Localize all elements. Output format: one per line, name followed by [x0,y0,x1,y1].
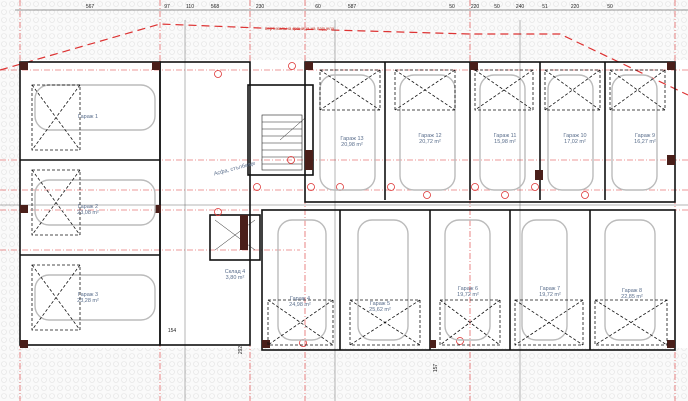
room-label: Гараж 223,08 m² [77,204,99,216]
staircase [261,114,306,171]
room-label: Гараж 719,72 m² [539,286,561,298]
room-label: Гараж 1 [78,114,98,120]
room-area: 23,28 m² [77,298,99,304]
room-label: Склад 43,80 m² [225,269,246,281]
car-outline [611,74,658,191]
room-label: Гараж 525,62 m² [369,301,391,313]
room-name: Гараж 3 [78,292,98,298]
door-swing-box [514,299,584,346]
side-dim-3: 157 [433,364,439,373]
room-name: Гараж 6 [458,286,478,292]
top-dimension: 220 [471,4,480,10]
top-dimension: 110 [186,4,194,10]
door-swing-box [594,299,668,346]
top-dimension: 50 [449,4,455,10]
car-outline [399,74,456,191]
site-area-left [0,0,20,401]
room-area: 24,98 m² [289,302,311,308]
room-area: 20,72 m² [419,139,441,145]
top-dimension: 587 [348,4,357,10]
car-outline [479,74,526,191]
top-dimension: 50 [494,4,500,10]
room-label: Гараж 323,28 m² [77,292,99,304]
storage-shaft [214,219,256,251]
car-outline [277,219,327,341]
room-name: Гараж 8 [622,288,642,294]
door-swing-box [349,299,421,346]
room-name: Гараж 5 [370,301,390,307]
room-name: Гараж 2 [78,204,98,210]
top-dimension: 568 [211,4,220,10]
car-outline [604,219,656,341]
room-name: Гараж 11 [494,133,517,139]
door-swing-box [394,69,456,111]
top-dimensions: 567 97 110 568 230 60 587 50 220 50 240 51 220 50 [86,4,613,10]
boundary-note: вертикальна граница на парцела [265,26,335,31]
room-area: 16,27 m² [634,139,656,145]
room-name: Гараж 9 [635,133,655,139]
door-swing-boxes [31,69,668,346]
car-outline [319,74,376,191]
room-area: 22,85 m² [621,294,643,300]
site-area-top [0,0,688,60]
room-name: Гараж 7 [540,286,560,292]
room-name: Гараж 13 [340,136,363,142]
top-dimension: 567 [86,4,95,10]
site-area-bottom [0,348,688,401]
door-swing-box [439,299,501,346]
axis-markers [214,62,589,347]
door-swing-box [31,84,81,151]
door-swing-box [474,69,534,111]
room-area: 3,80 m² [226,275,245,281]
room-name: Гараж 4 [290,296,310,302]
car-outline [34,84,156,131]
car-outline [34,179,156,226]
room-area: 17,02 m² [564,139,586,145]
walls [19,61,676,351]
top-dimension: 60 [315,4,321,10]
car-outline [521,219,568,341]
car-outline [34,274,156,321]
door-swing-box [544,69,601,111]
room-label: Гараж 916,27 m² [634,133,656,145]
room-label: Гараж 822,85 m² [621,288,643,300]
room-area: 25,62 m² [369,307,391,313]
door-swing-box [31,169,81,236]
room-area: 19,72 m² [539,292,561,298]
top-dimension: 220 [571,4,580,10]
car-outline [444,219,491,341]
room-area: 15,98 m² [494,139,516,145]
top-dimension: 50 [607,4,613,10]
top-dimension: 240 [516,4,525,10]
side-dim-1: 154 [168,328,177,334]
room-area: 20,98 m² [341,142,363,148]
room-label: Гараж 424,98 m² [289,296,311,308]
room-area: 19,72 m² [457,292,479,298]
room-name: Склад 4 [225,269,246,275]
room-name: Гараж 10 [563,133,586,139]
room-label: Гараж 619,72 m² [457,286,479,298]
door-swing-box [267,299,334,346]
car-outline [357,219,409,341]
door-swing-box [31,264,81,331]
columns [20,62,675,348]
top-dimension: 97 [164,4,170,10]
door-swing-box [319,69,381,111]
room-area: 23,08 m² [77,210,99,216]
door-swing-box [609,69,666,111]
side-dim-2: 292 [238,346,244,355]
room-name: Гараж 1 [78,114,98,120]
cars [34,74,658,341]
top-dimension: 51 [542,4,548,10]
car-outline [547,74,594,191]
room-name: Гараж 12 [418,133,441,139]
top-dimension: 230 [256,4,265,10]
